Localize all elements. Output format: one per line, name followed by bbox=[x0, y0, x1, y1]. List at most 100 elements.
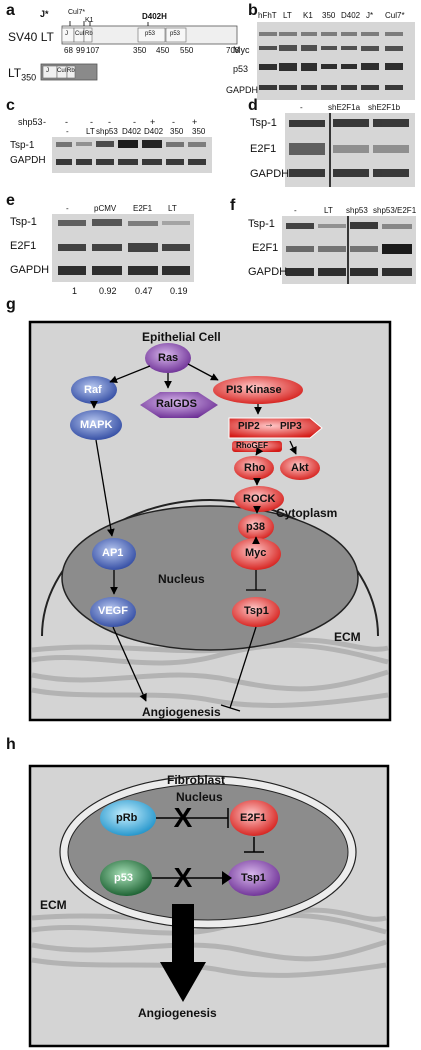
e-lane-1: pCMV bbox=[94, 204, 117, 213]
g-myc-label: Myc bbox=[245, 547, 267, 559]
dom-p53-label-2: p53 bbox=[170, 31, 181, 37]
c-lane-6: 350 bbox=[192, 127, 206, 136]
vegf-node bbox=[90, 597, 136, 627]
c-lane-4: D402 bbox=[144, 127, 164, 136]
c-bands bbox=[56, 140, 206, 165]
d-row-tsp1: Tsp-1 bbox=[250, 117, 277, 129]
f-row-gapdh: GAPDH bbox=[248, 266, 288, 278]
p53-domain-2 bbox=[165, 27, 187, 43]
c-row-tsp1: Tsp-1 bbox=[10, 140, 35, 151]
ras-node bbox=[145, 343, 191, 373]
g-title: Epithelial Cell bbox=[142, 330, 221, 344]
rb-domain bbox=[83, 27, 93, 43]
lt-domain-map bbox=[40, 21, 238, 81]
b-row-myc: Myc bbox=[233, 45, 250, 55]
rhogef-node bbox=[232, 441, 282, 452]
g-akt-label: Akt bbox=[291, 462, 309, 474]
g-nucleus-label: Nucleus bbox=[158, 572, 205, 586]
h-lines bbox=[152, 808, 264, 879]
e-quant-0: 1 bbox=[72, 286, 78, 296]
e-row-e2f1: E2F1 bbox=[10, 240, 37, 252]
g-pip-arrow-icon: → bbox=[264, 419, 274, 430]
g-nucleus bbox=[61, 505, 359, 651]
g-ras-label: Ras bbox=[158, 352, 179, 364]
h-tsp1-node bbox=[228, 860, 280, 896]
h-prb-label: pRb bbox=[116, 812, 138, 824]
e-quant-1: 0.92 bbox=[99, 286, 117, 296]
e-quant-3: 0.19 bbox=[170, 286, 188, 296]
h-e2f1-label: E2F1 bbox=[240, 812, 267, 824]
g-ap1-label: AP1 bbox=[102, 547, 124, 559]
c-shp53-mark-2: - bbox=[90, 117, 93, 127]
g-ecm-label: ECM bbox=[334, 630, 361, 644]
c-shp53-mark-1: - bbox=[65, 117, 68, 127]
d-lane-1: shE2F1a bbox=[328, 103, 361, 112]
e-row-gapdh: GAPDH bbox=[10, 264, 50, 276]
f-lane-0: - bbox=[294, 206, 297, 215]
panel-e-label: e bbox=[6, 192, 15, 209]
akt-node bbox=[280, 456, 320, 480]
c-lane-5: 350 bbox=[170, 127, 184, 136]
dom-cul-label: Cul bbox=[75, 31, 85, 37]
f-lane-3: shp53/E2F1 bbox=[373, 206, 417, 215]
lt350-title: LT350 bbox=[8, 66, 37, 83]
c-lane-0: - bbox=[66, 127, 69, 136]
g-rock-label: ROCK bbox=[243, 493, 276, 505]
tick-99: 99 bbox=[76, 46, 85, 55]
b-lane-k1: K1 bbox=[303, 11, 313, 20]
k1-label: K1 bbox=[85, 17, 94, 24]
rho-node bbox=[234, 456, 274, 480]
c-lane-3: D402 bbox=[122, 127, 142, 136]
e-row-tsp1: Tsp-1 bbox=[10, 216, 37, 228]
panel-g-label: g bbox=[6, 296, 16, 313]
h-block-x-icon-1: X bbox=[174, 802, 193, 833]
b-row-p53: p53 bbox=[233, 64, 249, 74]
f-lane-1: LT bbox=[324, 206, 333, 215]
b-row-gapdh: GAPDH bbox=[226, 85, 259, 95]
b-lane-cul7-star: Cul7* bbox=[385, 11, 405, 20]
sv40-lt-title: SV40 LT bbox=[8, 30, 54, 44]
panel-b-label: b bbox=[248, 2, 258, 19]
g-angiogenesis-label: Angiogenesis bbox=[142, 705, 221, 719]
d402h-label: D402H bbox=[142, 12, 167, 21]
g-ralgds-label: RalGDS bbox=[156, 398, 197, 410]
b-lane-hfht: hFhT bbox=[258, 11, 277, 20]
h-title: Fibroblast bbox=[167, 773, 226, 787]
g-pip2-label: PIP2 bbox=[238, 421, 260, 432]
h-p53-label: p53 bbox=[114, 872, 133, 884]
raf-node bbox=[71, 376, 117, 404]
g-pi3k-label: PI3 Kinase bbox=[226, 384, 282, 396]
c-shp53-mark-3: - bbox=[108, 117, 111, 127]
h-tsp1-label: Tsp1 bbox=[241, 872, 266, 884]
b-bands bbox=[259, 32, 403, 90]
h-block-x-icon-2: X bbox=[174, 862, 193, 893]
ap1-node bbox=[92, 538, 136, 570]
h-p53-node bbox=[100, 860, 152, 896]
d-lane-2: shE2F1b bbox=[368, 103, 401, 112]
tick-350: 350 bbox=[133, 46, 147, 55]
f-row-tsp1: Tsp-1 bbox=[248, 218, 275, 230]
pi3-kinase-node bbox=[213, 376, 303, 404]
c-shp53-label: shp53 bbox=[18, 117, 43, 127]
prb-node bbox=[100, 800, 156, 836]
g-mapk-label: MAPK bbox=[80, 419, 113, 431]
p38-node bbox=[238, 514, 274, 540]
b-lane-350: 350 bbox=[322, 11, 336, 20]
g-pip3-label: PIP3 bbox=[280, 421, 302, 432]
c-shp53-mark-5: + bbox=[150, 117, 156, 127]
tick-450: 450 bbox=[156, 46, 170, 55]
e-lane-3: LT bbox=[168, 204, 177, 213]
f-row-e2f1: E2F1 bbox=[252, 242, 279, 254]
c-lane-1: LT bbox=[86, 127, 95, 136]
e2f1-node bbox=[230, 800, 278, 836]
myc-node bbox=[231, 538, 281, 570]
dom-rb-label: Rb bbox=[85, 31, 93, 37]
cul7-star-label: Cul7* bbox=[68, 9, 86, 16]
b-lane-lt: LT bbox=[283, 11, 292, 20]
dom-p53-label-1: p53 bbox=[145, 31, 156, 37]
dom-j-label: J bbox=[65, 31, 68, 37]
g-rho-label: Rho bbox=[244, 462, 266, 474]
lt350-dom-rb: Rb bbox=[67, 68, 75, 74]
